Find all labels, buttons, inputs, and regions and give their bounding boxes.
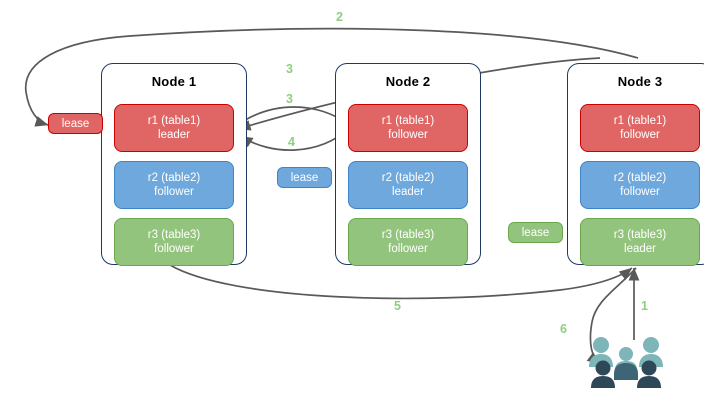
replica-role: follower (620, 129, 660, 141)
step-label-6: 6 (560, 322, 567, 336)
step-label-2: 2 (336, 10, 343, 24)
replica-node3-r3[interactable]: r3 (table3) leader (580, 218, 700, 266)
replica-list: r1 (table1) leader r2 (table2) follower … (102, 89, 246, 276)
node-title: Node 3 (617, 74, 663, 89)
replica-node2-r2[interactable]: r2 (table2) leader (348, 161, 468, 209)
lease-label: lease (521, 226, 550, 239)
step-label-5: 5 (394, 299, 401, 313)
replica-node2-r3[interactable]: r3 (table3) follower (348, 218, 468, 266)
node-box-node2[interactable]: Node 2 r1 (table1) follower r2 (table2) … (335, 63, 481, 266)
replica-role: leader (158, 129, 190, 141)
replica-role: follower (620, 186, 660, 198)
replica-name: r1 (table1) (381, 115, 435, 127)
lease-pill-r3[interactable]: lease (508, 222, 563, 243)
replica-name: r1 (table1) (613, 115, 667, 127)
step-label-4: 4 (288, 135, 295, 149)
replica-role: follower (388, 243, 428, 255)
step-label-1: 1 (641, 299, 648, 313)
replica-name: r3 (table3) (147, 229, 201, 241)
replica-role: leader (624, 243, 656, 255)
replica-role: follower (154, 186, 194, 198)
replica-role: leader (392, 186, 424, 198)
replica-name: r1 (table1) (147, 115, 201, 127)
replica-node3-r2[interactable]: r2 (table2) follower (580, 161, 700, 209)
replica-list: r1 (table1) follower r2 (table2) leader … (336, 89, 480, 276)
replica-node1-r2[interactable]: r2 (table2) follower (114, 161, 234, 209)
replica-list: r1 (table1) follower r2 (table2) followe… (568, 89, 704, 276)
step-label-3-lower: 3 (286, 92, 293, 106)
replica-name: r2 (table2) (147, 172, 201, 184)
edge-step-3-lower (235, 106, 349, 127)
replica-name: r3 (table3) (381, 229, 435, 241)
replica-node1-r3[interactable]: r3 (table3) follower (114, 218, 234, 266)
step-label-3-upper: 3 (286, 62, 293, 76)
users-front-row (591, 360, 661, 388)
replica-name: r2 (table2) (613, 172, 667, 184)
node-box-node1[interactable]: Node 1 r1 (table1) leader r2 (table2) fo… (101, 63, 247, 266)
edge-step-4 (239, 127, 351, 151)
users-group-icon (589, 337, 663, 388)
node-box-node3[interactable]: Node 3 r1 (table1) follower r2 (table2) … (567, 63, 704, 266)
node-title: Node 1 (151, 74, 197, 89)
lease-label: lease (61, 117, 90, 130)
lease-pill-r2[interactable]: lease (277, 167, 332, 188)
replica-node1-r1[interactable]: r1 (table1) leader (114, 104, 234, 152)
replica-role: follower (388, 129, 428, 141)
replica-name: r3 (table3) (613, 229, 667, 241)
replica-node2-r1[interactable]: r1 (table1) follower (348, 104, 468, 152)
lease-label: lease (290, 171, 319, 184)
node-title: Node 2 (385, 74, 431, 89)
lease-pill-r1[interactable]: lease (48, 113, 103, 134)
replica-role: follower (154, 243, 194, 255)
replica-node3-r1[interactable]: r1 (table1) follower (580, 104, 700, 152)
replica-name: r2 (table2) (381, 172, 435, 184)
